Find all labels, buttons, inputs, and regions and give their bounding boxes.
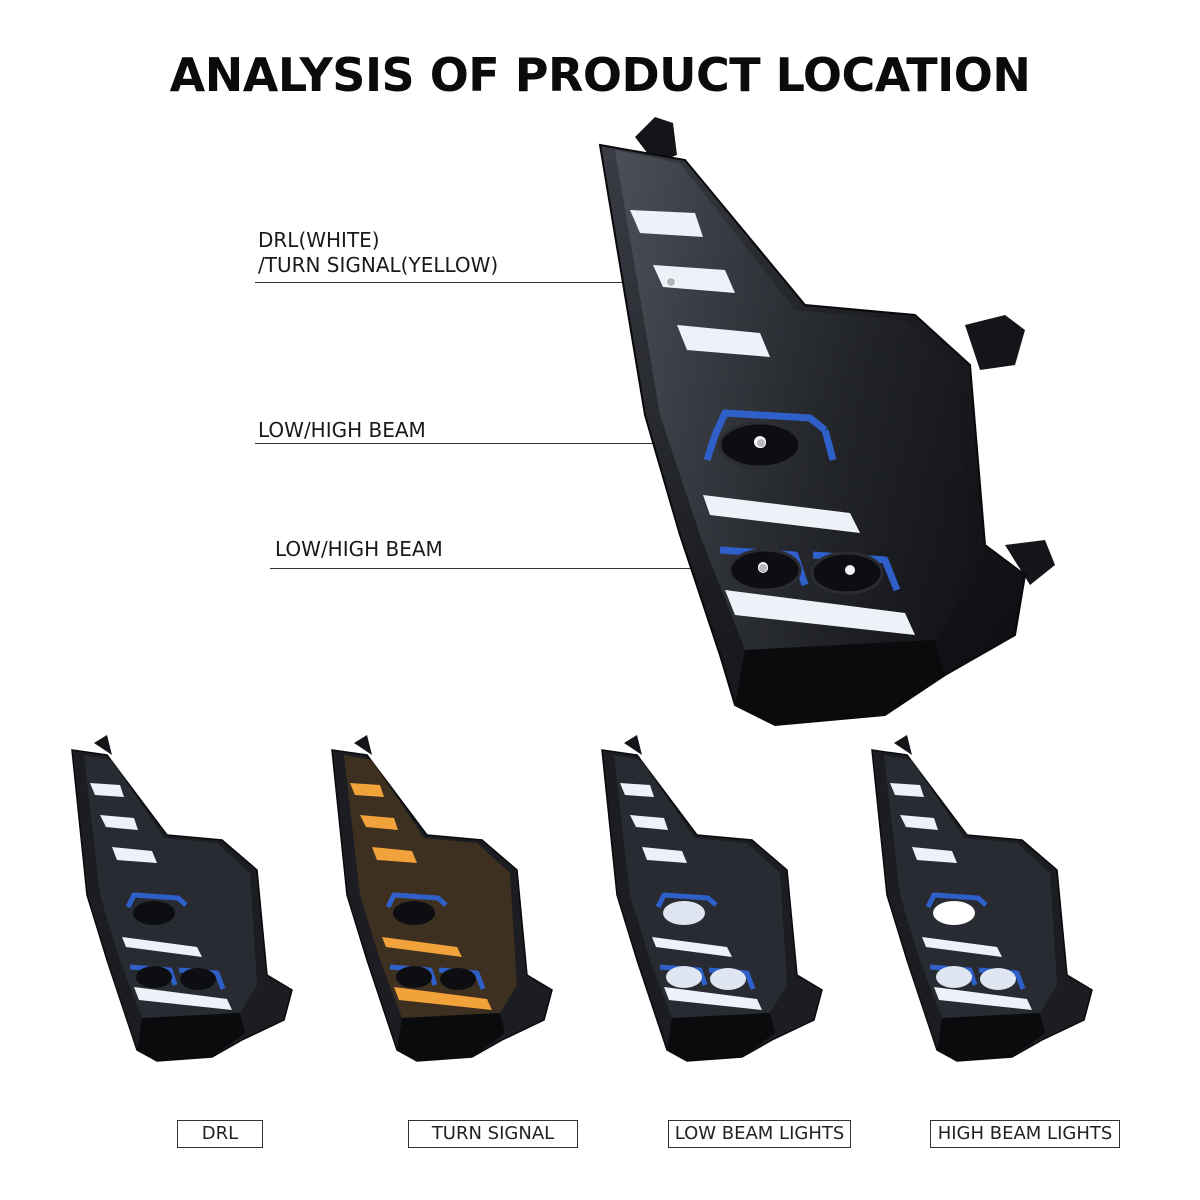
headlamp-thumb-high xyxy=(862,735,1117,1065)
callout-beam-upper-label: LOW/HIGH BEAM xyxy=(258,418,426,442)
headlamp-main-svg xyxy=(598,117,1055,727)
headlamp-thumb-turn xyxy=(322,735,577,1065)
callout-drl-dot xyxy=(666,277,676,287)
page-title: ANALYSIS OF PRODUCT LOCATION xyxy=(169,48,1031,102)
headlamp-thumb-low xyxy=(592,735,847,1065)
callout-drl-turn-label: DRL(WHITE) /TURN SIGNAL(YELLOW) xyxy=(258,228,498,278)
headlamp-thumb-high-svg xyxy=(871,735,1093,1062)
caption-high-beam: HIGH BEAM LIGHTS xyxy=(930,1120,1120,1148)
callout-beam-lower-label: LOW/HIGH BEAM xyxy=(275,537,443,561)
caption-low-beam: LOW BEAM LIGHTS xyxy=(668,1120,851,1148)
callout-beam-upper-line xyxy=(255,443,760,444)
caption-turn-signal: TURN SIGNAL xyxy=(408,1120,578,1148)
callout-turn-text: /TURN SIGNAL(YELLOW) xyxy=(258,253,499,277)
callout-beam-upper-dot xyxy=(756,438,766,448)
headlamp-main-image xyxy=(585,115,1070,730)
headlamp-thumb-turn-svg xyxy=(331,735,553,1062)
callout-drl-text: DRL(WHITE) xyxy=(258,228,380,252)
callout-drl-turn-line xyxy=(255,282,670,283)
headlamp-thumb-low-svg xyxy=(601,735,823,1062)
headlamp-thumb-drl-svg xyxy=(71,735,293,1062)
callout-beam-lower-dot xyxy=(758,563,768,573)
callout-beam-lower-line xyxy=(270,568,763,569)
headlamp-thumb-drl xyxy=(62,735,317,1065)
caption-drl: DRL xyxy=(177,1120,263,1148)
